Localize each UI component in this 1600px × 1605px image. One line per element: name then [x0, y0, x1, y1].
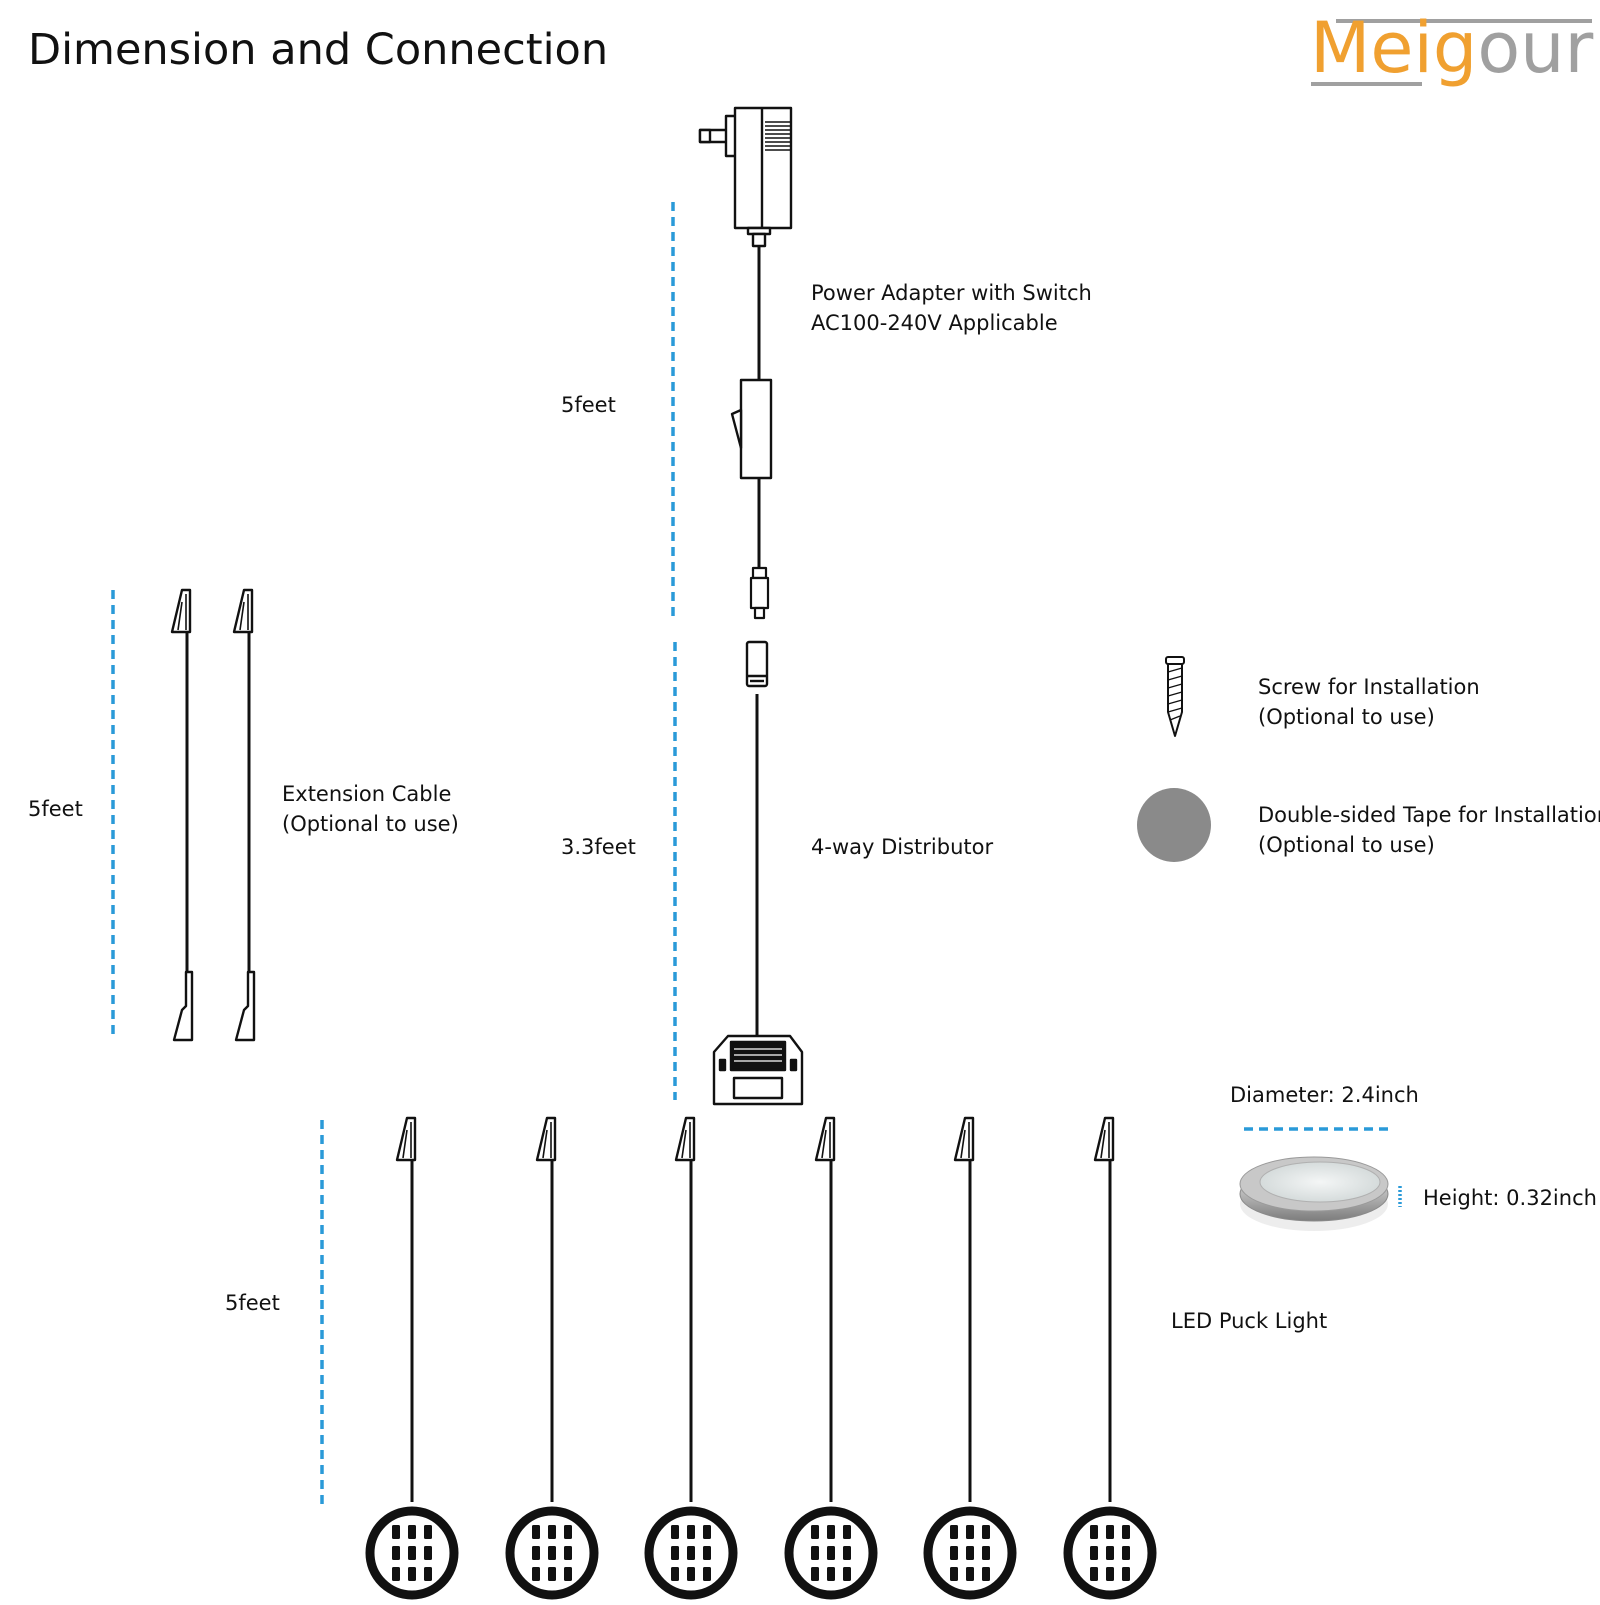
- distributor-box-icon: [712, 1034, 804, 1106]
- puck-light-icon: [1063, 1116, 1157, 1600]
- adapter-voltage-label: AC100-240V Applicable: [811, 311, 1058, 335]
- tape-label: Double-sided Tape for Installation: [1258, 803, 1600, 827]
- tape-optional-label: (Optional to use): [1258, 833, 1435, 857]
- adapter-label: Power Adapter with Switch: [811, 281, 1092, 305]
- screw-icon: [1165, 656, 1185, 737]
- puck-light-icon: [923, 1116, 1017, 1600]
- extension-cable-1: [170, 588, 194, 1042]
- extension-cable-2: [232, 588, 256, 1042]
- puck-light-photo: [1239, 1156, 1389, 1231]
- svg-text:Meigour: Meigour: [1310, 7, 1594, 89]
- adapter-length-label: 5feet: [561, 393, 616, 417]
- screw-label: Screw for Installation: [1258, 675, 1480, 699]
- diameter-label: Diameter: 2.4inch: [1230, 1083, 1419, 1107]
- distributor-label: 4-way Distributor: [811, 835, 993, 859]
- puck-length-label: 5feet: [225, 1291, 280, 1315]
- puck-light-icon: [644, 1116, 738, 1600]
- screw-optional-label: (Optional to use): [1258, 705, 1435, 729]
- page-title: Dimension and Connection: [28, 25, 608, 75]
- power-adapter-icon: [698, 106, 793, 248]
- puck-lights: [365, 1116, 1157, 1600]
- extension-length-label: 5feet: [28, 797, 83, 821]
- height-label: Height: 0.32inch: [1423, 1186, 1597, 1210]
- dc-socket-icon: [745, 640, 769, 688]
- tape-disc-icon: [1137, 788, 1211, 862]
- distributor-length-label: 3.3feet: [561, 835, 636, 859]
- puck-light-icon: [505, 1116, 599, 1600]
- dimension-lines: [111, 202, 1402, 1505]
- dc-plug-icon: [749, 566, 770, 620]
- puck-light-icon: [784, 1116, 878, 1600]
- extension-label: Extension Cable: [282, 782, 451, 806]
- meigour-logo: Meigour: [1310, 7, 1594, 89]
- switch-icon: [730, 378, 773, 480]
- puck-label: LED Puck Light: [1171, 1309, 1327, 1333]
- extension-optional-label: (Optional to use): [282, 812, 459, 836]
- puck-light-icon: [365, 1116, 459, 1600]
